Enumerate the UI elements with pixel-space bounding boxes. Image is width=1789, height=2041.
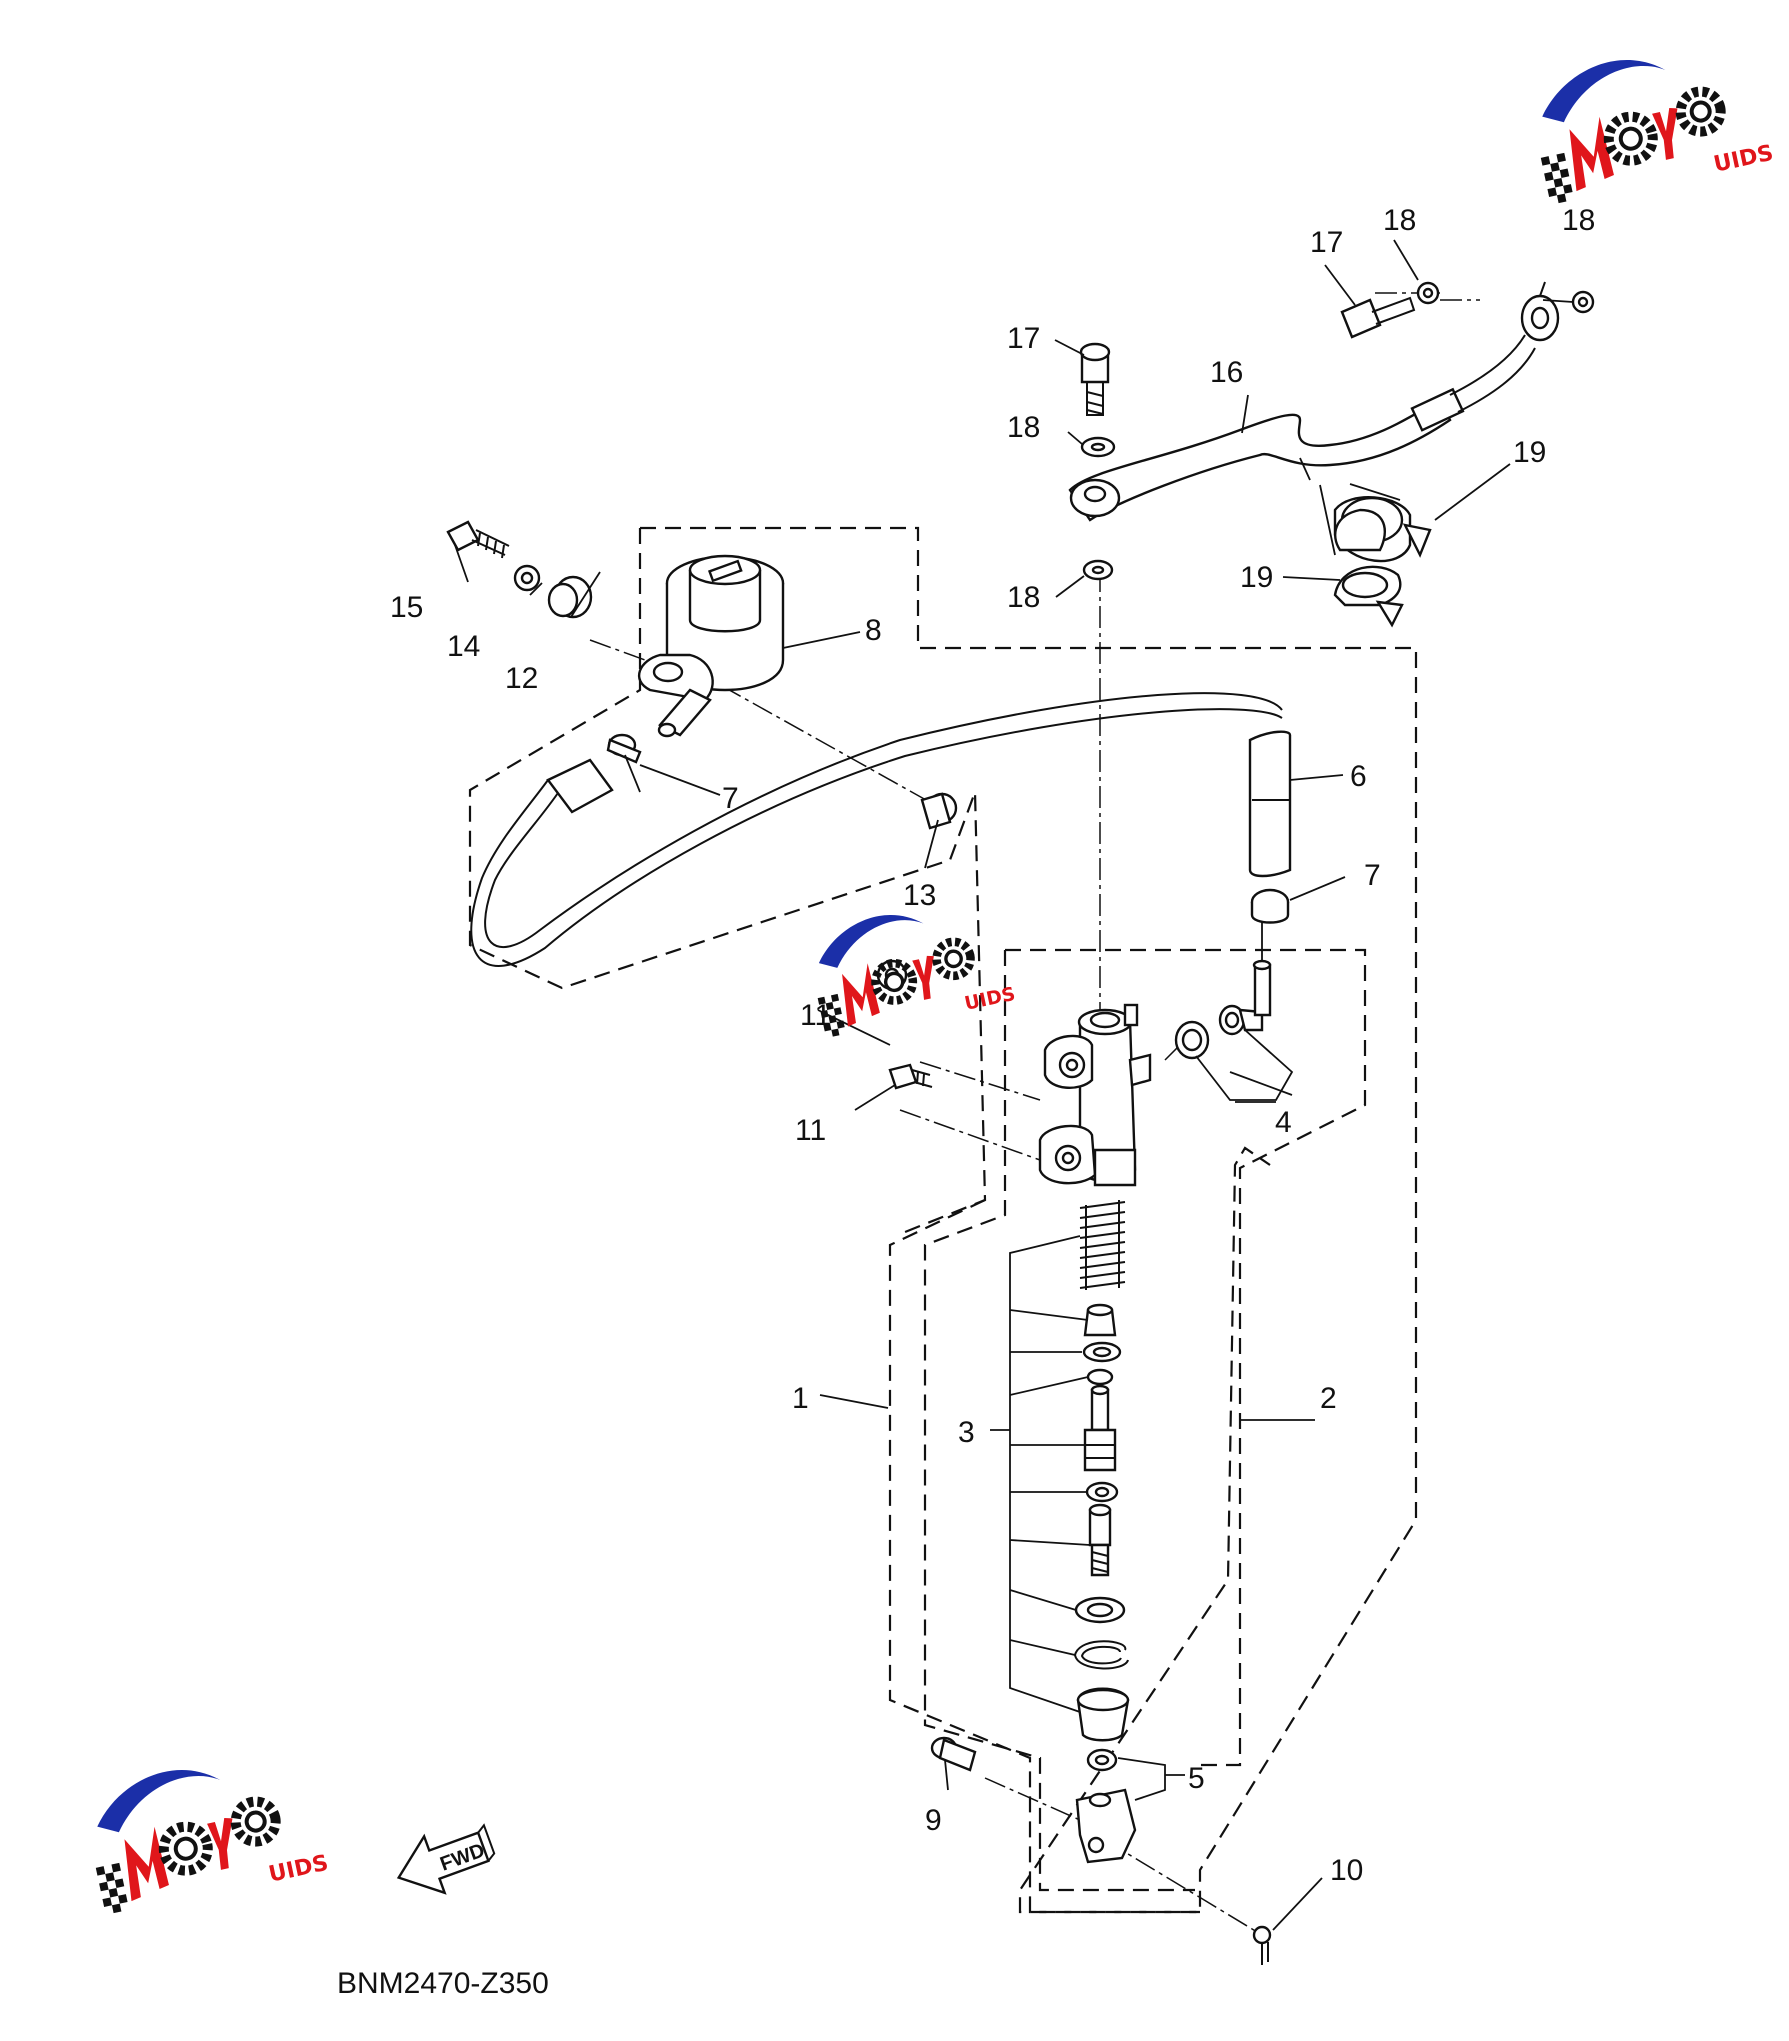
watermark-suffix-middle: UIDS (963, 984, 1017, 1015)
callout-16: 16 (1210, 356, 1243, 389)
callout-labels: 1 2 3 4 5 6 7 7 8 9 10 11 11 12 13 14 15… (390, 204, 1595, 1887)
callout-6: 6 (1350, 760, 1367, 793)
fwd-arrow-icon (396, 1831, 490, 1895)
callout-18-a: 18 (1007, 411, 1040, 444)
callout-17-right: 17 (1310, 226, 1343, 259)
boundary-assembly-2 (1005, 948, 1367, 1767)
elbow-fitting (1174, 922, 1272, 1060)
hose-clamps (1333, 496, 1432, 628)
watermark-suffix: UIDS (1712, 141, 1776, 178)
piston-kit (990, 1200, 1130, 1742)
boundary-inner (923, 950, 1195, 1892)
callout-10: 10 (1330, 1854, 1363, 1887)
callout-2: 2 (1320, 1382, 1337, 1415)
boundary-hose-loop (468, 528, 987, 1234)
watermark-logo-top: UIDS (1524, 32, 1776, 212)
drawing-code: BNM2470-Z350 (337, 1967, 549, 2000)
watermark-logo-middle: UIDS (804, 892, 1017, 1045)
callout-18-c: 18 (1383, 204, 1416, 237)
callout-8: 8 (865, 614, 882, 647)
callout-13: 13 (903, 879, 936, 912)
clevis-assembly (930, 1736, 1272, 1965)
callout-1: 1 (792, 1382, 809, 1415)
callout-15: 15 (390, 591, 423, 624)
boundary-reservoir (640, 526, 1418, 1914)
callout-19-left: 19 (1240, 561, 1273, 594)
watermark-logo-bottom: UIDS (79, 1742, 331, 1922)
callout-19-right: 19 (1513, 436, 1546, 469)
callout-9: 9 (925, 1804, 942, 1837)
leader-lines (454, 239, 1511, 1931)
callout-3: 3 (958, 1416, 975, 1449)
brake-hose (1068, 281, 1560, 522)
callout-18-d: 18 (1562, 204, 1595, 237)
callout-4: 4 (1275, 1106, 1292, 1139)
boundary-assembly-1 (888, 1199, 1200, 1914)
reservoir-tank (638, 554, 785, 738)
callout-7-upper: 7 (722, 782, 739, 815)
reservoir-hose (470, 692, 1292, 967)
callout-17-left: 17 (1007, 322, 1040, 355)
forward-arrow: FWD (396, 1823, 496, 1895)
hose-clips (606, 733, 1290, 924)
callout-5: 5 (1188, 1762, 1205, 1795)
callout-11-lower: 11 (795, 1114, 826, 1147)
mounting-hardware (446, 520, 593, 619)
callout-7-lower: 7 (1364, 859, 1381, 892)
callout-12: 12 (505, 662, 538, 695)
assembly-boundaries (468, 526, 1418, 1914)
watermark-suffix-bottom: UIDS (267, 1851, 331, 1888)
callout-18-b: 18 (1007, 581, 1040, 614)
banjo-bolts (1079, 281, 1595, 581)
master-cylinder (1038, 1003, 1152, 1187)
callout-14: 14 (447, 630, 480, 663)
